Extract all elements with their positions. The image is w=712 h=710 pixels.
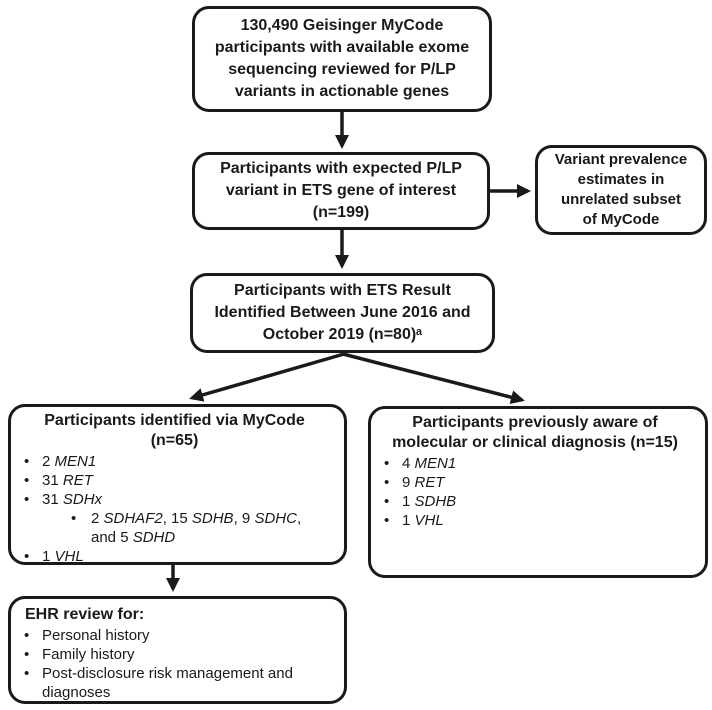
box-ehr-review-list: • Personal history • Family history • Post-di… [11, 626, 344, 701]
list-item: • Post-disclosure risk management and dia… [11, 664, 344, 701]
list-item: • 31 SDHx [11, 490, 338, 509]
box-previously-aware: Participants previously aware of molecul… [368, 406, 708, 578]
list-item-text: 31 RET [42, 472, 93, 489]
bullet-icon: • [24, 472, 30, 489]
box-previously-aware-title: Participants previously aware of molecul… [392, 414, 678, 451]
list-item-text: Family history [42, 646, 135, 663]
list-item-text: Personal history [42, 627, 150, 644]
list-item-text: 9 RET [402, 474, 445, 491]
bullet-icon: • [24, 453, 30, 470]
box-variant-prevalence: Variant prevalence estimates in unrelate… [535, 145, 707, 235]
list-item: • 4 MEN1 [371, 454, 699, 473]
list-item: • 2 SDHAF2, 15 SDHB, 9 SDHC, and 5 SDHD [11, 509, 338, 547]
box-variant-prevalence-text: Variant prevalence estimates in unrelate… [554, 151, 688, 228]
list-item-text: 2 MEN1 [42, 453, 97, 470]
list-item-text: Post-disclosure risk management and diag… [42, 665, 293, 701]
list-item: • Personal history [11, 626, 344, 645]
bullet-icon: • [24, 548, 30, 565]
bullet-icon: • [24, 646, 30, 663]
list-item: • 1 SDHB [371, 492, 699, 511]
list-item: • 1 VHL [11, 547, 338, 565]
bullet-icon: • [24, 665, 30, 682]
box-expected-variant-text: Participants with expected P/LP variant … [220, 160, 462, 221]
list-item-text: 1 VHL [402, 512, 444, 529]
list-item: • 9 RET [371, 473, 699, 492]
list-item: • 1 VHL [371, 511, 699, 530]
box-mycode-identified-list: • 2 MEN1 • 31 RET • 31 SDHx • 2 SDHAF2, 15 SDHB… [11, 452, 338, 565]
bullet-icon: • [384, 512, 390, 529]
bullet-icon: • [384, 493, 390, 510]
list-item-text: 1 SDHB [402, 493, 457, 510]
box-mycode-identified: Participants identified via MyCode (n=65… [8, 404, 347, 565]
box-top-cohort-text: 130,490 Geisinger MyCode participants wi… [214, 17, 470, 100]
box-mycode-identified-title: Participants identified via MyCode (n=65… [44, 412, 305, 449]
box-ets-result-text: Participants with ETS Result Identified … [214, 282, 471, 343]
arrow-ets-to-mycode [189, 352, 345, 402]
list-item: • 31 RET [11, 471, 338, 490]
list-item-text: 2 SDHAF2, 15 SDHB, 9 SDHC, and 5 SDHD [91, 510, 302, 546]
bullet-icon: • [71, 510, 77, 527]
box-expected-variant: Participants with expected P/LP variant … [192, 152, 490, 230]
box-ehr-review: EHR review for: • Personal history • Family… [8, 596, 347, 704]
bullet-icon: • [24, 491, 30, 508]
box-ets-result: Participants with ETS Result Identified … [190, 273, 495, 353]
bullet-icon: • [384, 474, 390, 491]
list-item: • Family history [11, 645, 344, 664]
bullet-icon: • [384, 455, 390, 472]
list-item-text: 1 VHL [42, 548, 84, 565]
list-item: • 2 MEN1 [11, 452, 338, 471]
box-top-cohort: 130,490 Geisinger MyCode participants wi… [192, 6, 492, 112]
box-previously-aware-list: • 4 MEN1 • 9 RET • 1 SDHB • 1 VHL [371, 454, 699, 530]
list-item-text: 4 MEN1 [402, 455, 457, 472]
arrow-ets-to-aware [342, 352, 525, 405]
list-item-text: 31 SDHx [42, 491, 103, 508]
bullet-icon: • [24, 627, 30, 644]
box-ehr-review-title: EHR review for: [25, 606, 145, 623]
